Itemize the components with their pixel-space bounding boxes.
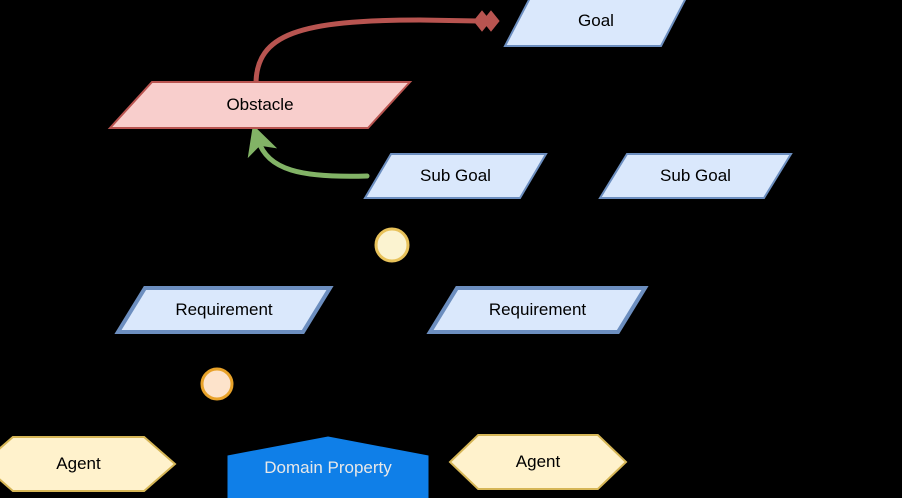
- node-obstacle[interactable]: [107, 81, 413, 129]
- node-subgoal-left[interactable]: [363, 153, 548, 199]
- edge-obstruction-edge[interactable]: [253, 17, 481, 87]
- node-requirement-left[interactable]: [114, 286, 334, 334]
- diamond-marker: [482, 10, 500, 32]
- circle-layer: [200, 227, 410, 401]
- node-goal[interactable]: [503, 0, 687, 47]
- node-layer: [0, 0, 793, 498]
- node-agent-left[interactable]: [0, 436, 177, 492]
- node-refinement-circle-lower[interactable]: [200, 367, 234, 401]
- edge-marker-obstruction-edge: [473, 10, 500, 32]
- node-domain-property[interactable]: [227, 436, 429, 498]
- node-agent-right[interactable]: [448, 434, 628, 490]
- node-requirement-right[interactable]: [426, 286, 649, 334]
- node-refinement-circle-upper[interactable]: [374, 227, 410, 263]
- edge-resolution-edge[interactable]: [247, 124, 370, 179]
- node-subgoal-right[interactable]: [598, 153, 793, 199]
- edge-layer: [247, 10, 500, 179]
